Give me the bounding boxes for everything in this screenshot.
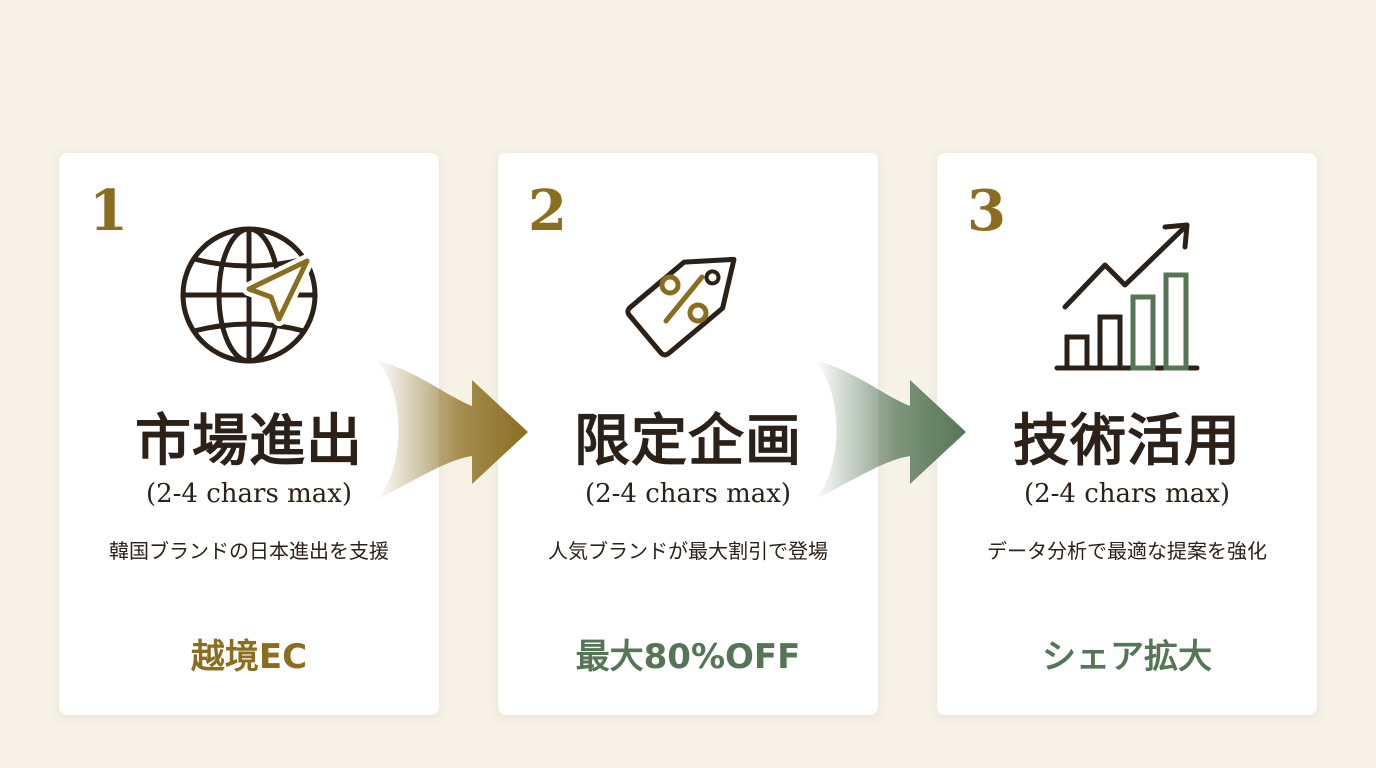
step-description: データ分析で最適な提案を強化 (987, 539, 1267, 563)
step-description: 韓国ブランドの日本進出を支援 (109, 539, 389, 563)
step-description: 人気ブランドが最大割引で登場 (548, 539, 828, 563)
step-subtitle: (2-4 chars max) (584, 479, 792, 509)
step-card-1: 1 市場進出 (2-4 chars max) 韓国ブランドの日本進出を支援 越境… (59, 153, 439, 715)
percent-tag-icon (498, 213, 878, 383)
step-card-2: 2 限定企画 (2-4 chars max) 人気ブランドが最大割引で登場 最大… (498, 153, 878, 715)
step-tag: 越境EC (190, 637, 308, 677)
step-number: 1 (89, 178, 128, 244)
step-number: 3 (967, 178, 1006, 244)
step-title: 市場進出 (135, 408, 363, 474)
step-card-3: 3 技術活用 (2-4 chars max) データ分析で最適な提案を強化 シェ… (937, 153, 1317, 715)
step-subtitle: (2-4 chars max) (145, 479, 353, 509)
growth-chart-icon (937, 213, 1317, 383)
step-title: 技術活用 (1013, 408, 1241, 474)
globe-navigation-icon (59, 213, 439, 383)
flow-arrow-icon (814, 360, 974, 500)
step-number: 2 (528, 178, 567, 244)
step-tag: 最大80%OFF (575, 637, 801, 677)
step-tag: シェア拡大 (1042, 637, 1212, 677)
flow-arrow-icon (376, 360, 536, 500)
step-subtitle: (2-4 chars max) (1023, 479, 1231, 509)
step-title: 限定企画 (574, 408, 802, 474)
